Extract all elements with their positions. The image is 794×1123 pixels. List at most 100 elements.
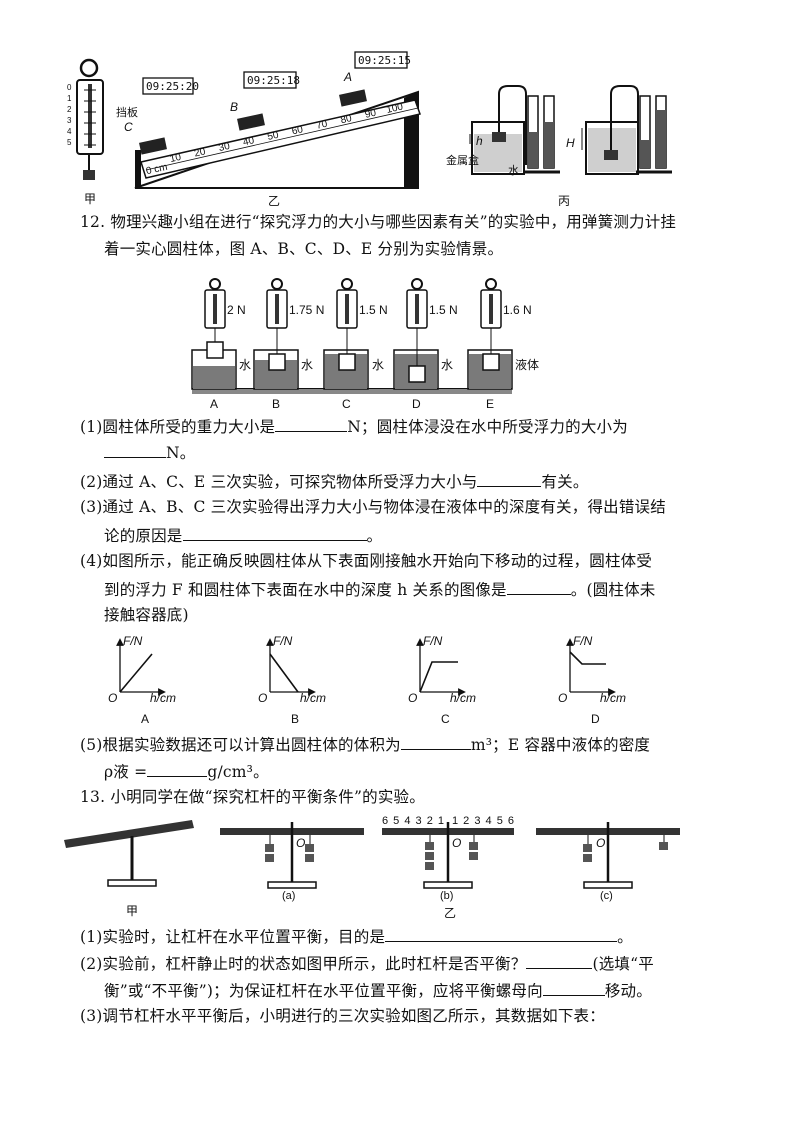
h-big-label: H (566, 136, 575, 150)
answer-blank[interactable] (104, 442, 166, 458)
top-figure (76, 51, 672, 189)
pivot-label-b: O (452, 836, 462, 850)
ruler-tick: 20 (193, 146, 207, 160)
graph-a-ylabel: F/N (123, 634, 143, 648)
graph-d-origin: O (558, 691, 568, 705)
liquid-label: 液体 (515, 358, 540, 372)
fh-graphs (116, 638, 616, 696)
reading-a: 2 N (227, 303, 246, 317)
reading-d: 1.5 N (429, 303, 458, 317)
label-yi-lever: 乙 (444, 906, 457, 920)
label-a: (a) (282, 890, 296, 902)
graph-d-ylabel: F/N (573, 634, 593, 648)
beaker-e (467, 278, 513, 390)
spring-scale-jia (76, 58, 104, 180)
pivot-label-c: O (596, 836, 606, 850)
graph-b-xlabel: h/cm (300, 691, 327, 705)
q12-p1-text-b: N；圆柱体浸没在水中所受浮力的大小为 (347, 418, 628, 436)
graph-c-xlabel: h/cm (450, 691, 477, 705)
label-bing-top: 丙 (558, 194, 571, 208)
graph-a-letter: A (141, 712, 150, 726)
q13-p2-cont: 衡”或“不平衡”)；为保证杠杆在水平位置平衡，应将平衡螺母向移动。 (104, 980, 652, 1001)
q13-p2: (2)实验前，杠杆静止时的状态如图甲所示，此时杠杆是否平衡？(选填“平 (80, 953, 654, 974)
answer-blank[interactable] (477, 471, 542, 487)
answer-blank[interactable] (385, 926, 618, 942)
graph-b-origin: O (258, 691, 268, 705)
reading-b: 1.75 N (289, 303, 325, 317)
spring-scale-marks: 0 1 2 3 4 5 (67, 82, 77, 148)
q12-p5-text-c: ρ液 = (104, 763, 148, 781)
q12-p4-text-b: 到的浮力 F 和圆柱体下表面在水中的深度 h 关系的图像是 (104, 581, 507, 599)
q12-line2: 着一实心圆柱体，图 A、B、C、D、E 分别为实验情景。 (104, 240, 504, 258)
incline-yi (134, 51, 421, 189)
graph-b (266, 638, 316, 696)
cart-a (339, 89, 367, 107)
graph-a-xlabel: h/cm (150, 691, 177, 705)
water-label-c: 水 (372, 358, 385, 372)
answer-blank[interactable] (275, 416, 348, 432)
q13-p1-text-a: (1)实验时，让杠杆在水平位置平衡，目的是 (80, 928, 386, 946)
scale-mark: 1 (67, 94, 72, 103)
q12-p3-text-c: 。 (366, 527, 383, 545)
q12-line1: 12. 物理兴趣小组在进行“探究浮力的大小与哪些因素有关”的实验中，用弹簧测力计… (80, 213, 677, 231)
lever-b (382, 822, 514, 889)
point-c-label: C (124, 120, 133, 134)
graph-a (116, 638, 166, 696)
q12-p4-text-c: 。(圆柱体未 (570, 581, 656, 599)
scale-mark: 3 (67, 116, 72, 125)
q12-p1-cont: N。 (104, 442, 195, 463)
label-yi-top: 乙 (268, 194, 281, 208)
timer-b: 09:25:18 (247, 74, 300, 87)
graph-c-origin: O (408, 691, 418, 705)
graph-b-ylabel: F/N (273, 634, 293, 648)
metal-box-label: 金属盒 (446, 155, 479, 167)
scale-mark: 5 (67, 138, 72, 147)
q12-p2: (2)通过 A、C、E 三次实验，可探究物体所受浮力大小与有关。 (80, 471, 589, 492)
ruler-tick: 90 (363, 107, 378, 121)
q12-figure (191, 278, 513, 394)
ruler-tick: 60 (290, 124, 305, 138)
answer-blank[interactable] (182, 525, 367, 541)
q13-line1: 13. 小明同学在做“探究杠杆的平衡条件”的实验。 (80, 788, 425, 806)
letter-d: D (412, 397, 421, 411)
graph-c (416, 638, 466, 696)
letter-a: A (210, 397, 219, 411)
answer-blank[interactable] (147, 761, 208, 777)
water-label-top: 水 (508, 165, 519, 177)
beakers-bing (469, 85, 672, 175)
scale-left-numbers: 6 5 4 3 2 1 (382, 815, 445, 827)
pivot-label-a: O (296, 836, 306, 850)
water-label-a: 水 (239, 358, 252, 372)
graph-c-letter: C (441, 712, 450, 726)
q12-p2-text-a: (2)通过 A、C、E 三次实验，可探究物体所受浮力大小与 (80, 473, 478, 491)
graph-d-letter: D (591, 712, 600, 726)
label-b: (b) (440, 890, 454, 902)
cart-c (139, 137, 167, 155)
scale-mark: 0 (67, 83, 72, 92)
letter-e: E (486, 397, 495, 411)
answer-blank[interactable] (542, 980, 605, 996)
point-b-label: B (230, 100, 239, 114)
beaker-d (393, 278, 439, 390)
q12-p4-cont: 到的浮力 F 和圆柱体下表面在水中的深度 h 关系的图像是 。(圆柱体未 (104, 579, 656, 600)
label-jia-top: 甲 (84, 192, 97, 206)
ruler-tick: 10 (168, 151, 183, 166)
graph-d (566, 638, 616, 696)
ruler-tick: 50 (266, 129, 280, 143)
q12-p1-text-a: (1)圆柱体所受的重力大小是 (80, 418, 276, 436)
q12-p5-text-b: m³；E 容器中液体的密度 (470, 736, 651, 754)
answer-blank[interactable] (400, 734, 471, 750)
label-c: (c) (600, 890, 613, 902)
answer-blank[interactable] (506, 579, 571, 595)
ruler-tick: 80 (339, 113, 353, 127)
water-label-b: 水 (301, 358, 314, 372)
answer-blank[interactable] (526, 953, 593, 969)
q12-p3: (3)通过 A、B、C 三次实验得出浮力大小与物体浸在液体中的深度有关，得出错误… (80, 498, 666, 516)
label-jia-lever: 甲 (126, 904, 139, 918)
q13-p3: (3)调节杠杆水平平衡后，小明进行的三次实验如图乙所示，其数据如下表： (80, 1007, 605, 1025)
timer-c: 09:25:20 (146, 80, 199, 93)
baffle-label: 挡板 (116, 107, 138, 119)
q12-p1: (1)圆柱体所受的重力大小是 N；圆柱体浸没在水中所受浮力的大小为 (80, 416, 628, 437)
lever-c (536, 822, 680, 889)
